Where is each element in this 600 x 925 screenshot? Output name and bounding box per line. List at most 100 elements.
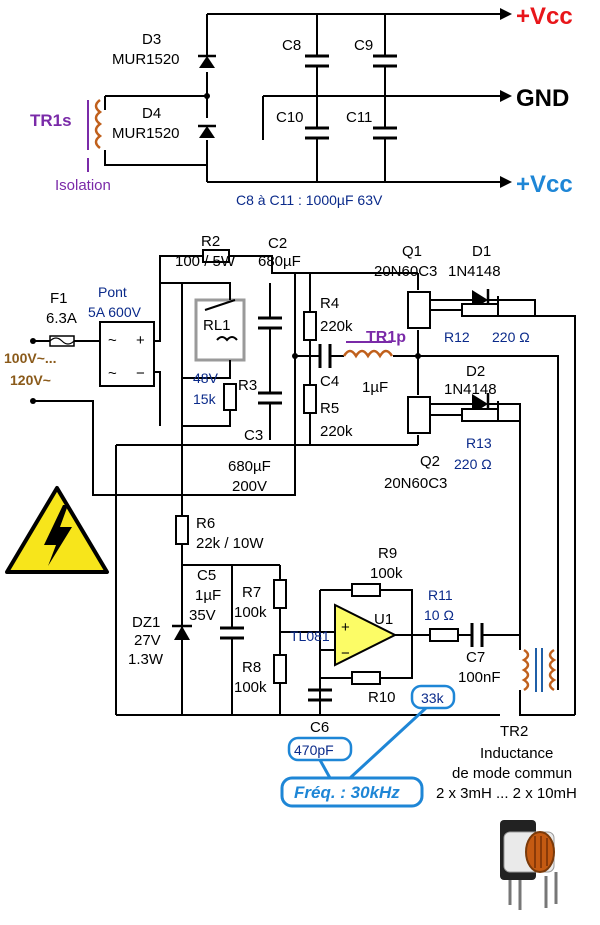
f1-value: 6.3A bbox=[46, 310, 77, 327]
tr2-desc-2: de mode commun bbox=[452, 765, 572, 782]
freq-badge bbox=[280, 776, 424, 808]
r7-resistor bbox=[273, 579, 287, 609]
c7-plates bbox=[470, 623, 484, 647]
c6-plates bbox=[308, 688, 332, 702]
bridge-plus: + bbox=[136, 332, 145, 349]
choke-photo bbox=[500, 820, 558, 910]
r2-resistor bbox=[202, 249, 230, 263]
r3-wire bbox=[182, 410, 231, 427]
tr2-label: TR2 bbox=[500, 723, 528, 740]
r3-label: R3 bbox=[238, 377, 257, 394]
opamp-feedback-wires bbox=[319, 589, 430, 715]
rl1-res: 15k bbox=[193, 391, 217, 407]
r4-resistor bbox=[303, 311, 317, 341]
r10-value-badge bbox=[410, 684, 456, 710]
r11-resistor bbox=[429, 628, 459, 642]
r5-resistor bbox=[303, 384, 317, 414]
oscillator-section: + − R6 22k / 10W C5 1µF 35V DZ1 27V 1.3W… bbox=[116, 440, 575, 808]
r2-value: 100 / 5W bbox=[175, 253, 236, 270]
choke-winding-lines bbox=[534, 836, 548, 868]
tr1s-label: TR1s bbox=[30, 111, 72, 130]
r4-label: R4 bbox=[320, 295, 339, 312]
r2-label: R2 bbox=[201, 233, 220, 250]
freq-pointer-2 bbox=[318, 759, 332, 779]
r3-resistor bbox=[223, 383, 237, 411]
gnd-label: GND bbox=[516, 85, 569, 112]
tl081-label: TL081 bbox=[290, 628, 330, 644]
d2-label: D2 bbox=[466, 363, 485, 380]
c4-label: C4 bbox=[320, 373, 339, 390]
c11-label: C11 bbox=[346, 109, 372, 126]
arrow-gnd bbox=[500, 90, 512, 102]
cap-plates bbox=[305, 54, 397, 140]
vcc-top-label: +Vcc bbox=[516, 3, 573, 30]
c5-value: 1µF bbox=[195, 587, 221, 604]
dz1-power: 1.3W bbox=[128, 651, 164, 668]
c3-value: 680µF bbox=[228, 458, 271, 475]
tr2-desc-1: Inductance bbox=[480, 745, 553, 762]
c5-wires bbox=[182, 564, 280, 715]
c3-label: C3 bbox=[244, 427, 263, 444]
c7-label: C7 bbox=[466, 649, 485, 666]
c6-value: 470pF bbox=[294, 742, 334, 758]
arrow-vcc-bottom bbox=[500, 176, 512, 188]
bridge-ac2: ~ bbox=[108, 365, 117, 382]
tr2-wires bbox=[519, 635, 575, 716]
c6-label: C6 bbox=[310, 719, 329, 736]
r4-value: 220k bbox=[320, 318, 353, 335]
choke-pins bbox=[508, 872, 558, 910]
r6-value: 22k / 10W bbox=[196, 535, 264, 552]
bridge-minus: − bbox=[136, 365, 145, 382]
bridge-ac1: ~ bbox=[108, 332, 117, 349]
r6-label: R6 bbox=[196, 515, 215, 532]
opamp-plus: + bbox=[341, 619, 350, 636]
rl1-label: RL1 bbox=[203, 317, 231, 334]
q2-mosfet-icon bbox=[407, 396, 431, 434]
r13-value: 220 Ω bbox=[454, 456, 492, 472]
dz1-zener-symbol bbox=[174, 626, 190, 640]
c10-label: C10 bbox=[276, 109, 304, 126]
freq-label: Fréq. : 30kHz bbox=[294, 783, 400, 802]
q1-label: Q1 bbox=[402, 243, 422, 260]
c2-label: C2 bbox=[268, 235, 287, 252]
tr2-coil-left bbox=[521, 648, 530, 692]
cap-wires bbox=[316, 14, 386, 182]
d2-part: 1N4148 bbox=[444, 381, 497, 398]
q1-mosfet-icon bbox=[407, 291, 431, 329]
c5-voltage: 35V bbox=[189, 607, 216, 624]
freq-pointer bbox=[348, 706, 428, 780]
mains-label-1: 100V~... bbox=[4, 350, 57, 366]
supply-section: D3 MUR1520 D4 MUR1520 TR1s Isolation C8 … bbox=[30, 3, 573, 208]
c5-label: C5 bbox=[197, 567, 216, 584]
d3-diode-symbol bbox=[199, 56, 215, 68]
pont-label: Pont bbox=[98, 284, 127, 300]
r9-label: R9 bbox=[378, 545, 397, 562]
c4-plates bbox=[318, 344, 332, 368]
main-circuit: ~ + ~ − F1 bbox=[4, 233, 576, 715]
lightning-bolt-icon bbox=[44, 505, 72, 566]
d1-label: D1 bbox=[472, 243, 491, 260]
r10-label: R10 bbox=[368, 689, 396, 706]
bridge-rectifier bbox=[99, 321, 155, 387]
r11-label: R11 bbox=[428, 587, 453, 603]
opamp-minus: − bbox=[341, 645, 350, 662]
d1-part: 1N4148 bbox=[448, 263, 501, 280]
q2-part: 20N60C3 bbox=[384, 475, 447, 492]
r9-value: 100k bbox=[370, 565, 403, 582]
divider-wires bbox=[279, 565, 335, 715]
vcc-bottom-label: +Vcc bbox=[516, 171, 573, 198]
r13-label: R13 bbox=[466, 435, 492, 451]
r13-resistor bbox=[461, 408, 499, 422]
pont-value: 5A 600V bbox=[88, 304, 142, 320]
d4-part: MUR1520 bbox=[112, 125, 180, 142]
r6-resistor bbox=[175, 515, 189, 545]
tr1p-label: TR1p bbox=[366, 329, 406, 346]
r7-label: R7 bbox=[242, 584, 261, 601]
r10-value: 33k bbox=[421, 690, 445, 706]
r8-label: R8 bbox=[242, 659, 261, 676]
c5-plates bbox=[220, 626, 244, 640]
r12-resistor bbox=[461, 303, 499, 317]
c7-value: 100nF bbox=[458, 669, 501, 686]
mains-label-2: 120V~ bbox=[10, 372, 51, 388]
gate-drive-wires bbox=[116, 315, 576, 715]
